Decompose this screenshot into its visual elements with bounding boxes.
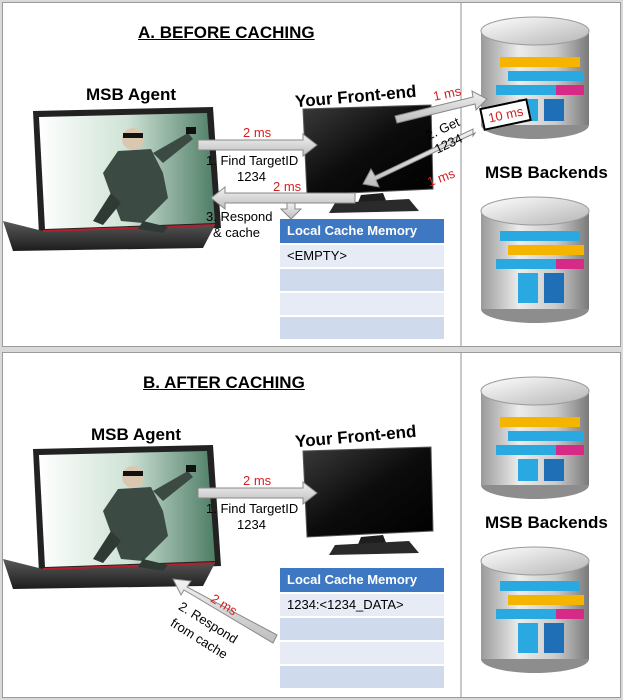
backend-database-icon bbox=[480, 196, 590, 323]
cache-row bbox=[280, 616, 444, 640]
step1-latency: 2 ms bbox=[243, 125, 272, 140]
backend-request-arrow bbox=[394, 90, 488, 124]
flow-arrows bbox=[197, 90, 488, 220]
step1-label-line2: 1234 bbox=[237, 517, 266, 532]
agent-label: MSB Agent bbox=[86, 85, 177, 104]
step3-label-line2: & cache bbox=[213, 225, 260, 240]
cache-header: Local Cache Memory bbox=[280, 568, 444, 592]
panel-title: A. BEFORE CACHING bbox=[138, 23, 315, 42]
frontend-monitor-icon bbox=[302, 446, 434, 555]
step3-latency: 2 ms bbox=[273, 179, 302, 194]
panel-divider bbox=[460, 353, 462, 697]
panel-after-caching: B. AFTER CACHING MSB Agent Your Front-en… bbox=[2, 352, 621, 698]
cache-row bbox=[280, 267, 444, 291]
cache-row bbox=[280, 291, 444, 315]
step1-label-line1: 1. Find TargetID bbox=[206, 501, 299, 516]
local-cache-table: Local Cache Memory <EMPTY> bbox=[280, 219, 444, 339]
laptop-agent-icon bbox=[3, 445, 221, 589]
cache-write-arrow bbox=[279, 202, 303, 220]
step1-label-line1: 1. Find TargetID bbox=[206, 153, 299, 168]
step1-latency: 2 ms bbox=[243, 473, 272, 488]
panel-title: B. AFTER CACHING bbox=[143, 373, 305, 392]
cache-header: Local Cache Memory bbox=[280, 219, 444, 243]
cache-row: 1234:<1234_DATA> bbox=[280, 592, 444, 616]
backends-label: MSB Backends bbox=[485, 163, 608, 182]
step3-label-line1: 3. Respond bbox=[206, 209, 273, 224]
panel-before-caching: A. BEFORE CACHING MSB Agent Your Front-e… bbox=[2, 2, 621, 347]
laptop-agent-icon bbox=[3, 107, 221, 251]
agent-label: MSB Agent bbox=[91, 425, 182, 444]
panel-divider bbox=[460, 3, 462, 346]
backend-database-icon bbox=[480, 376, 590, 499]
local-cache-table: Local Cache Memory 1234:<1234_DATA> bbox=[280, 568, 444, 688]
cache-row bbox=[280, 315, 444, 339]
request-arrow bbox=[197, 132, 318, 158]
cache-response-arrow bbox=[172, 578, 278, 644]
request-arrow bbox=[197, 480, 318, 506]
step1-label-line2: 1234 bbox=[237, 169, 266, 184]
cache-row bbox=[280, 640, 444, 664]
backends-label: MSB Backends bbox=[485, 513, 608, 532]
response-arrow bbox=[210, 185, 356, 211]
backend-database-icon bbox=[480, 546, 590, 673]
cache-row: <EMPTY> bbox=[280, 243, 444, 267]
backend-response-arrow bbox=[362, 128, 477, 188]
flow-arrows bbox=[172, 480, 318, 644]
cache-row bbox=[280, 664, 444, 688]
